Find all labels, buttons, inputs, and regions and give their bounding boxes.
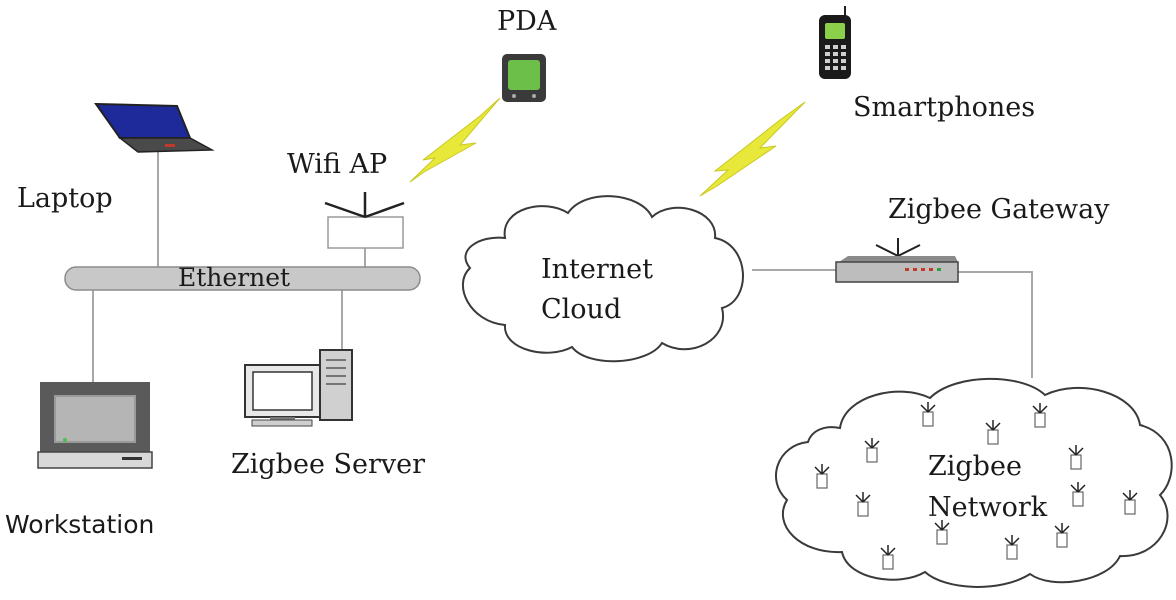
zigbee-network-label-line1: Zigbee bbox=[928, 451, 1022, 482]
zigbee-sensor-node-icon bbox=[814, 464, 830, 489]
zigbee-sensor-node-icon bbox=[1122, 490, 1138, 515]
laptop-label: Laptop bbox=[17, 183, 113, 214]
internet-cloud bbox=[461, 195, 744, 363]
zigbee-network-label-line2: Network bbox=[928, 492, 1048, 523]
wifi-access-point-icon bbox=[324, 192, 405, 249]
internet-cloud-label-line1: Internet bbox=[541, 254, 654, 285]
zigbee-sensor-node-icon bbox=[920, 402, 936, 427]
zigbee-sensor-nodes bbox=[814, 402, 1138, 570]
smartphone-icon bbox=[819, 6, 851, 79]
zigbee-gateway-icon bbox=[835, 238, 959, 283]
zigbee-sensor-node-icon bbox=[1068, 445, 1084, 470]
laptop-icon bbox=[94, 102, 215, 153]
wifi-ap-label: Wifi AP bbox=[287, 149, 388, 180]
zigbee-sensor-node-icon bbox=[1054, 523, 1070, 548]
zigbee-server-label: Zigbee Server bbox=[231, 449, 426, 480]
pda-icon bbox=[502, 54, 546, 102]
workstation-computer-icon bbox=[37, 382, 153, 469]
server-computer-icon bbox=[244, 349, 353, 427]
smartphones-label: Smartphones bbox=[853, 92, 1036, 123]
zigbee-sensor-node-icon bbox=[855, 492, 871, 517]
zigbee-sensor-node-icon bbox=[1032, 403, 1048, 428]
ethernet-label: Ethernet bbox=[178, 263, 291, 292]
ethernet-bus bbox=[64, 266, 421, 291]
zigbee-sensor-node-icon bbox=[864, 438, 880, 463]
connection-lines bbox=[92, 152, 1033, 382]
zigbee-sensor-node-icon bbox=[1004, 535, 1020, 560]
smartphone-lightning-bolt-icon bbox=[699, 101, 806, 197]
gateway-to-zigbee-network-line bbox=[955, 271, 1033, 378]
workstation-label: Workstation bbox=[5, 510, 155, 539]
internet-cloud-label-line2: Cloud bbox=[541, 294, 622, 325]
zigbee-network-cloud bbox=[775, 377, 1173, 588]
zigbee-gateway-label: Zigbee Gateway bbox=[888, 194, 1110, 225]
pda-lightning-bolt-icon bbox=[409, 97, 501, 183]
zigbee-sensor-node-icon bbox=[1070, 482, 1086, 507]
pda-label: PDA bbox=[497, 6, 557, 37]
zigbee-sensor-node-icon bbox=[934, 520, 950, 545]
zigbee-sensor-node-icon bbox=[880, 545, 896, 570]
zigbee-sensor-node-icon bbox=[985, 420, 1001, 445]
